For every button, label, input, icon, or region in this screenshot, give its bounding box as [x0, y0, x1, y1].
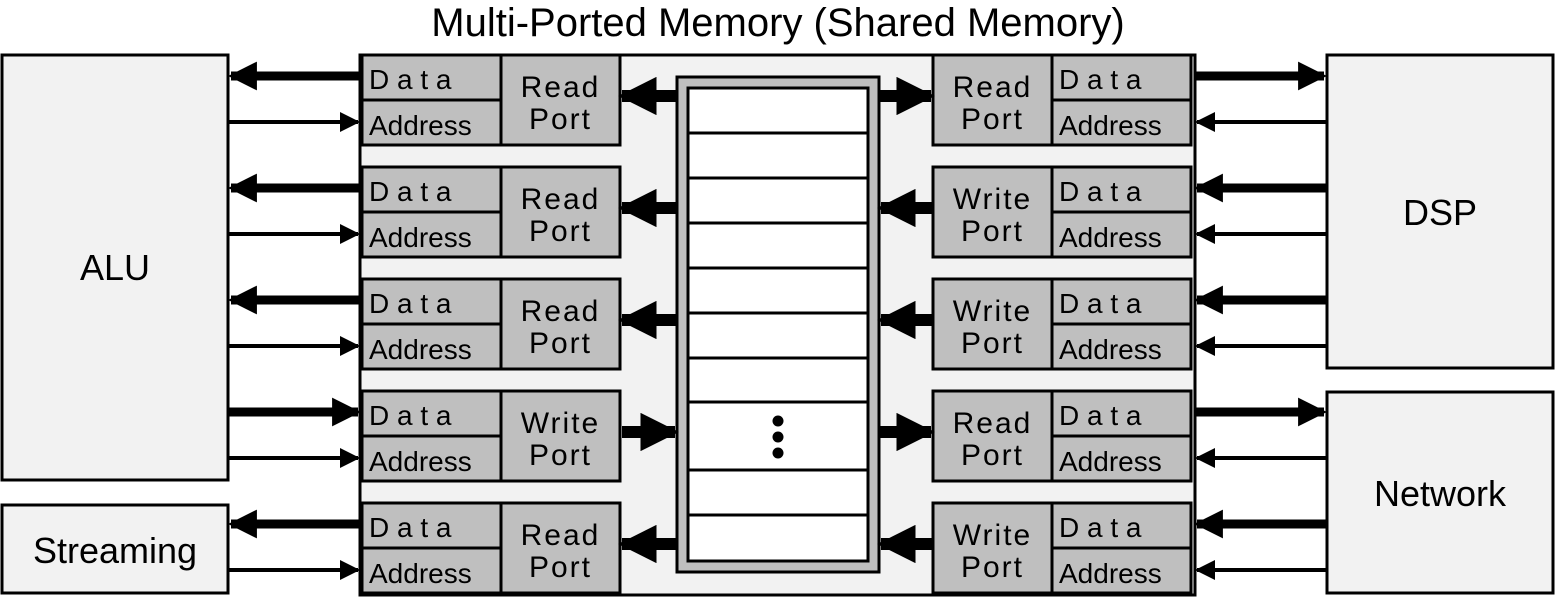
data-field: [360, 53, 503, 102]
address-field-label: Address: [369, 334, 472, 365]
port-block: [499, 501, 622, 595]
data-field: [360, 389, 503, 438]
streaming-label: Streaming: [33, 530, 197, 571]
data-field-label: D a t a: [369, 288, 452, 319]
data-field: [1050, 165, 1193, 214]
network-unit: Network: [1325, 390, 1555, 595]
address-field-label: Address: [369, 446, 472, 477]
alu-label: ALU: [80, 247, 150, 288]
port-type-label: Write: [953, 183, 1032, 216]
port-word-label: Port: [961, 327, 1024, 360]
port-word-label: Port: [529, 439, 592, 472]
address-field: [360, 210, 503, 259]
address-field-label: Address: [369, 110, 472, 141]
dsp-label: DSP: [1403, 192, 1477, 233]
data-field-label: D a t a: [1059, 176, 1142, 207]
memory-array: [675, 75, 881, 574]
port-word-label: Port: [961, 103, 1024, 136]
data-field: [360, 165, 503, 214]
port-word-label: Port: [961, 439, 1024, 472]
port-block: [931, 165, 1054, 259]
data-field-label: D a t a: [1059, 400, 1142, 431]
address-field-label: Address: [1059, 222, 1162, 253]
port-word-label: Port: [529, 327, 592, 360]
address-field: [360, 546, 503, 595]
port-type-label: Read: [521, 71, 601, 104]
port-block: [931, 389, 1054, 483]
data-field: [1050, 389, 1193, 438]
data-field-label: D a t a: [369, 400, 452, 431]
data-field-label: D a t a: [369, 176, 452, 207]
port-word-label: Port: [529, 103, 592, 136]
port-type-label: Write: [953, 295, 1032, 328]
address-field-label: Address: [1059, 558, 1162, 589]
port-type-label: Read: [521, 519, 601, 552]
address-field-label: Address: [1059, 110, 1162, 141]
port-block: [931, 277, 1054, 371]
dsp-unit: DSP: [1325, 53, 1555, 370]
port-type-label: Read: [953, 71, 1033, 104]
memory-ellipsis: [772, 415, 784, 459]
port-type-label: Write: [953, 519, 1032, 552]
address-field-label: Address: [1059, 334, 1162, 365]
alu-unit: ALU: [0, 53, 230, 482]
diagram-title: Multi-Ported Memory (Shared Memory): [431, 1, 1125, 45]
port-block: [499, 389, 622, 483]
address-field-label: Address: [1059, 446, 1162, 477]
port-word-label: Port: [529, 551, 592, 584]
port-type-label: Read: [521, 183, 601, 216]
port-word-label: Port: [961, 215, 1024, 248]
port-word-label: Port: [529, 215, 592, 248]
data-field-label: D a t a: [1059, 64, 1142, 95]
data-field-label: D a t a: [369, 512, 452, 543]
address-field-label: Address: [369, 222, 472, 253]
port-type-label: Write: [521, 407, 600, 440]
data-field-label: D a t a: [1059, 288, 1142, 319]
address-field: [360, 322, 503, 371]
address-field-label: Address: [369, 558, 472, 589]
port-type-label: Read: [953, 407, 1033, 440]
port-type-label: Read: [521, 295, 601, 328]
address-field: [1050, 434, 1193, 483]
data-field-label: D a t a: [369, 64, 452, 95]
data-field-label: D a t a: [1059, 512, 1142, 543]
network-label: Network: [1374, 473, 1507, 514]
port-block: [499, 53, 622, 147]
port-word-label: Port: [961, 551, 1024, 584]
data-field: [1050, 277, 1193, 326]
streaming-unit: Streaming: [0, 503, 230, 595]
